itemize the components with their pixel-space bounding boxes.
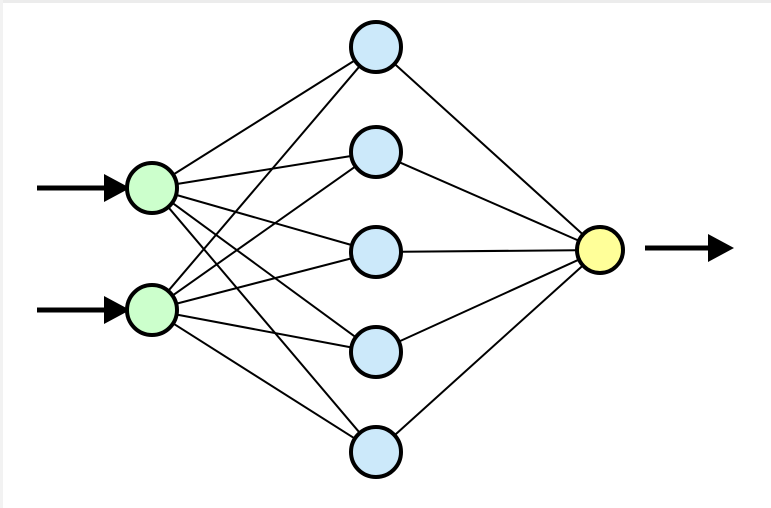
edge-i1-h2 bbox=[177, 155, 351, 185]
edge-i1-h1 bbox=[173, 60, 355, 175]
edge-h1-o1 bbox=[394, 63, 583, 235]
edge-h4-o1 bbox=[399, 259, 579, 343]
node-h3[interactable] bbox=[349, 225, 403, 279]
edge-i2-h4 bbox=[177, 313, 351, 349]
edge-h2-o1 bbox=[399, 161, 579, 242]
node-o1[interactable] bbox=[575, 225, 625, 275]
edge-i1-h5 bbox=[168, 207, 360, 433]
node-h1[interactable] bbox=[349, 20, 403, 74]
edge-i2-h2 bbox=[172, 166, 356, 296]
edge-i2-h5 bbox=[173, 323, 355, 439]
arrows-group bbox=[37, 174, 734, 324]
node-h4[interactable] bbox=[349, 325, 403, 379]
edge-h5-o1 bbox=[394, 265, 583, 436]
nodes-group bbox=[125, 20, 625, 479]
edge-i1-h3 bbox=[176, 194, 352, 246]
node-i1[interactable] bbox=[125, 161, 179, 215]
node-h2[interactable] bbox=[349, 125, 403, 179]
edge-h3-o1 bbox=[401, 249, 577, 253]
page-edge-top bbox=[0, 0, 771, 3]
edge-i1-h4 bbox=[172, 202, 356, 338]
page-edge-left bbox=[0, 0, 3, 508]
edge-i2-h3 bbox=[176, 257, 352, 305]
node-h5[interactable] bbox=[349, 425, 403, 479]
edges-group bbox=[168, 60, 583, 439]
node-i2[interactable] bbox=[125, 283, 179, 337]
edge-i2-h1 bbox=[168, 66, 360, 291]
